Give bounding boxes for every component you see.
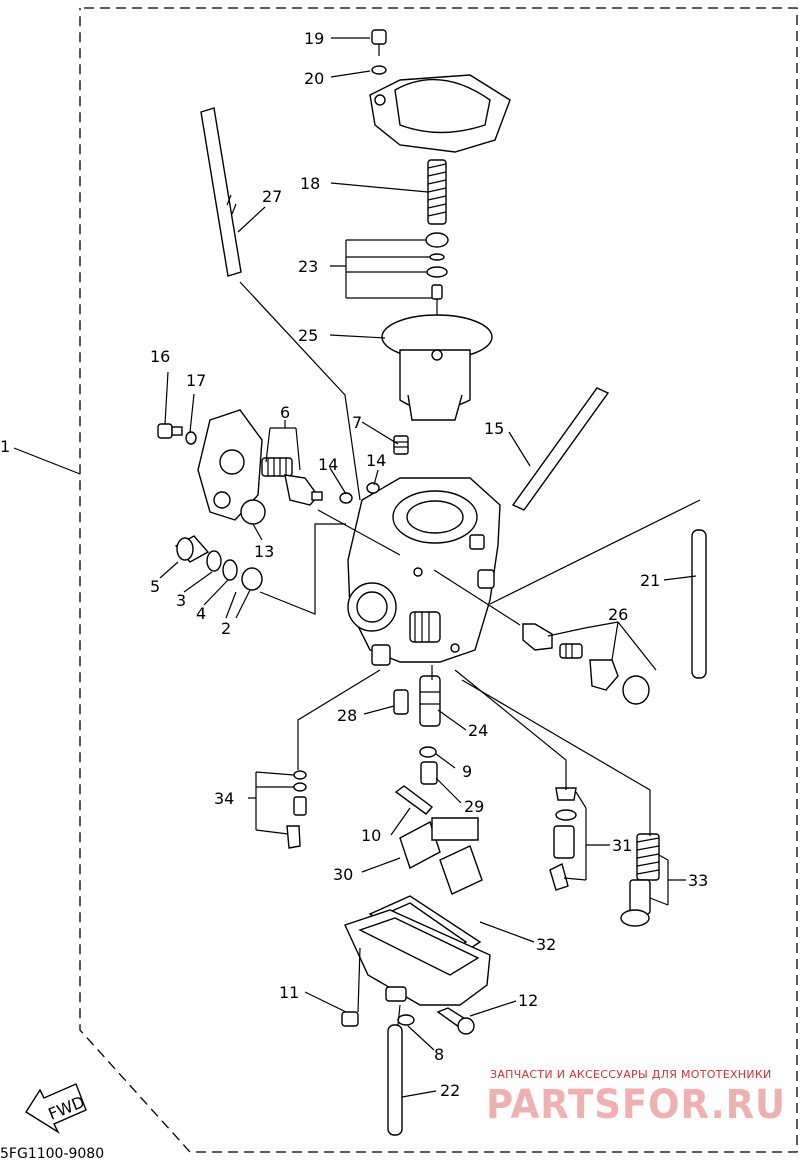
watermark: ЗАПЧАСТИ И АКСЕССУАРЫ ДЛЯ МОТОТЕХНИКИ PA…: [486, 1068, 786, 1128]
bush-5: [174, 535, 210, 563]
pin-10: [394, 785, 434, 815]
callout-15: 15: [484, 419, 504, 438]
callout-11: 11: [279, 983, 299, 1002]
washer-4: [222, 559, 238, 581]
callout-21: 21: [640, 571, 660, 590]
callout-8: 8: [434, 1045, 444, 1064]
callout-2: 2: [221, 619, 231, 638]
washer-20: [371, 65, 387, 75]
callout-1: 1: [0, 437, 10, 456]
rod-15: [511, 387, 610, 511]
spring-and-screw-33: [620, 833, 660, 927]
callout-28: 28: [337, 706, 357, 725]
spring-and-valve-6: [261, 457, 323, 506]
callout-27: 27: [262, 187, 282, 206]
callout-26: 26: [608, 605, 628, 624]
valve-seat-31: [549, 787, 577, 891]
callout-32: 32: [536, 935, 556, 954]
screw-7: [393, 435, 409, 455]
jet-29: [420, 761, 438, 785]
washer-3: [206, 550, 222, 572]
callout-16: 16: [150, 347, 170, 366]
callout-6: 6: [280, 403, 290, 422]
callout-12: 12: [518, 991, 538, 1010]
screw-set-26: [522, 623, 650, 705]
callout-22: 22: [440, 1081, 460, 1100]
callout-23: 23: [298, 257, 318, 276]
callout-20: 20: [304, 69, 324, 88]
callout-14b: 14: [366, 451, 386, 470]
watermark-logo: PARTSFOR.RU: [486, 1082, 786, 1128]
callout-4: 4: [196, 604, 206, 623]
spring-18: [427, 159, 447, 225]
screw-set-34: [286, 770, 307, 849]
callout-14a: 14: [318, 455, 338, 474]
callout-24: 24: [468, 721, 488, 740]
callout-13: 13: [254, 542, 274, 561]
callout-29: 29: [464, 797, 484, 816]
top-cover-18-group: [369, 74, 511, 153]
callout-numbers: 1 2 3 4 5 6 7 8 9 10 11 12 13 14 14 15 1…: [0, 29, 708, 1100]
screw-12: [436, 1007, 475, 1035]
plug-14b: [366, 482, 380, 494]
clip-8: [397, 1014, 415, 1026]
tube-24: [419, 675, 441, 727]
screw-19: [371, 29, 387, 56]
callout-31: 31: [612, 836, 632, 855]
callout-17: 17: [186, 371, 206, 390]
assembly-boundary: [79, 7, 798, 1153]
rod-27: [200, 107, 242, 277]
callout-10: 10: [361, 826, 381, 845]
float-bowl: [344, 909, 491, 1006]
callout-leader-1: [13, 447, 81, 475]
carburetor-body: [347, 477, 501, 666]
diaphragm-piston-25: [381, 314, 493, 421]
float-30: [399, 817, 483, 895]
o-ring-13: [240, 499, 266, 525]
callout-25: 25: [298, 326, 318, 345]
leader-lines: [159, 37, 701, 1098]
callout-34: 34: [214, 789, 234, 808]
callout-9: 9: [462, 762, 472, 781]
callout-19: 19: [304, 29, 324, 48]
bolt-16: [157, 423, 183, 439]
screw-11: [341, 1011, 359, 1027]
callout-18: 18: [300, 174, 320, 193]
jet-28: [393, 689, 409, 715]
watermark-tagline: ЗАПЧАСТИ И АКСЕССУАРЫ ДЛЯ МОТОТЕХНИКИ: [490, 1068, 772, 1081]
callout-7: 7: [352, 413, 362, 432]
rod-21: [691, 529, 707, 679]
callout-33: 33: [688, 871, 708, 890]
plug-14a: [339, 492, 353, 504]
washer-9: [419, 746, 437, 758]
drawing-code: 5FG1100-9080: [0, 1146, 104, 1160]
seal-2: [241, 567, 263, 591]
callout-3: 3: [176, 591, 186, 610]
fwd-arrow-icon: FWD: [25, 1083, 87, 1134]
washer-17: [185, 431, 197, 445]
callout-30: 30: [333, 865, 353, 884]
rod-22: [387, 1024, 403, 1136]
callout-5: 5: [150, 577, 160, 596]
